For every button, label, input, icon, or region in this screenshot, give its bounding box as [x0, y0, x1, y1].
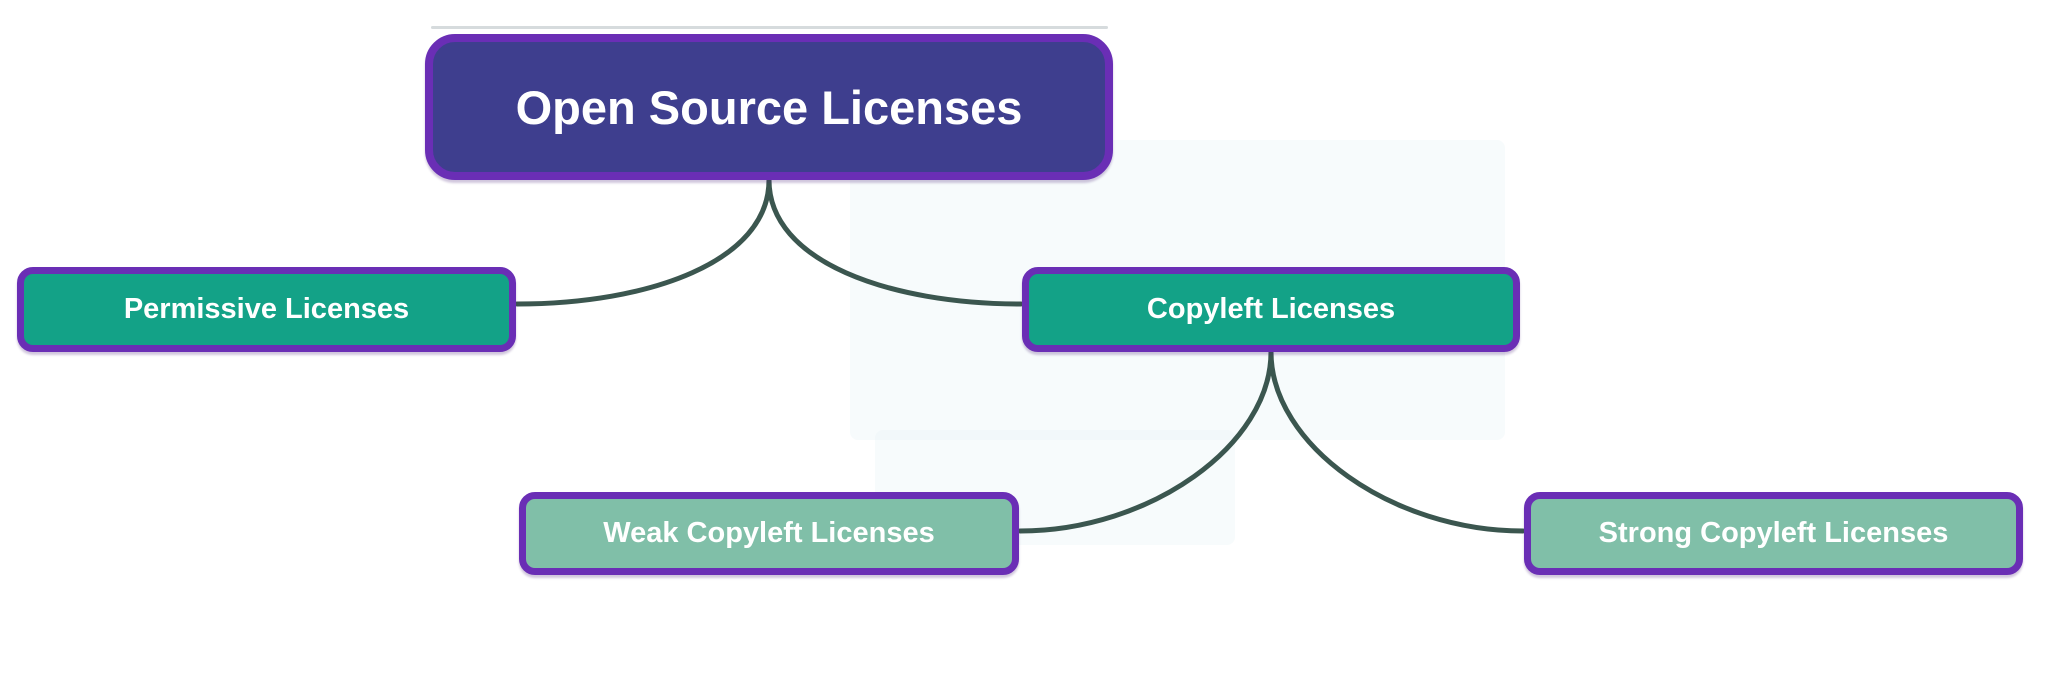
- edge-copyleft-weak: [1017, 349, 1274, 534]
- node-label: Strong Copyleft Licenses: [1598, 517, 1949, 549]
- node-strong-copyleft-licenses: Strong Copyleft Licenses: [1524, 492, 2023, 575]
- render-artifact-line: [431, 26, 1108, 29]
- node-label: Copyleft Licenses: [1146, 293, 1396, 325]
- node-open-source-licenses: Open Source Licenses: [425, 34, 1113, 180]
- node-permissive-licenses: Permissive Licenses: [17, 267, 516, 352]
- node-label: Weak Copyleft Licenses: [603, 517, 935, 549]
- edge-root-permissive: [514, 177, 772, 307]
- node-weak-copyleft-licenses: Weak Copyleft Licenses: [519, 492, 1019, 575]
- node-label: Open Source Licenses: [515, 80, 1023, 134]
- node-copyleft-licenses: Copyleft Licenses: [1022, 267, 1520, 352]
- edge-root-copyleft: [766, 177, 1024, 307]
- node-label: Permissive Licenses: [123, 293, 410, 325]
- edge-copyleft-strong: [1268, 349, 1526, 534]
